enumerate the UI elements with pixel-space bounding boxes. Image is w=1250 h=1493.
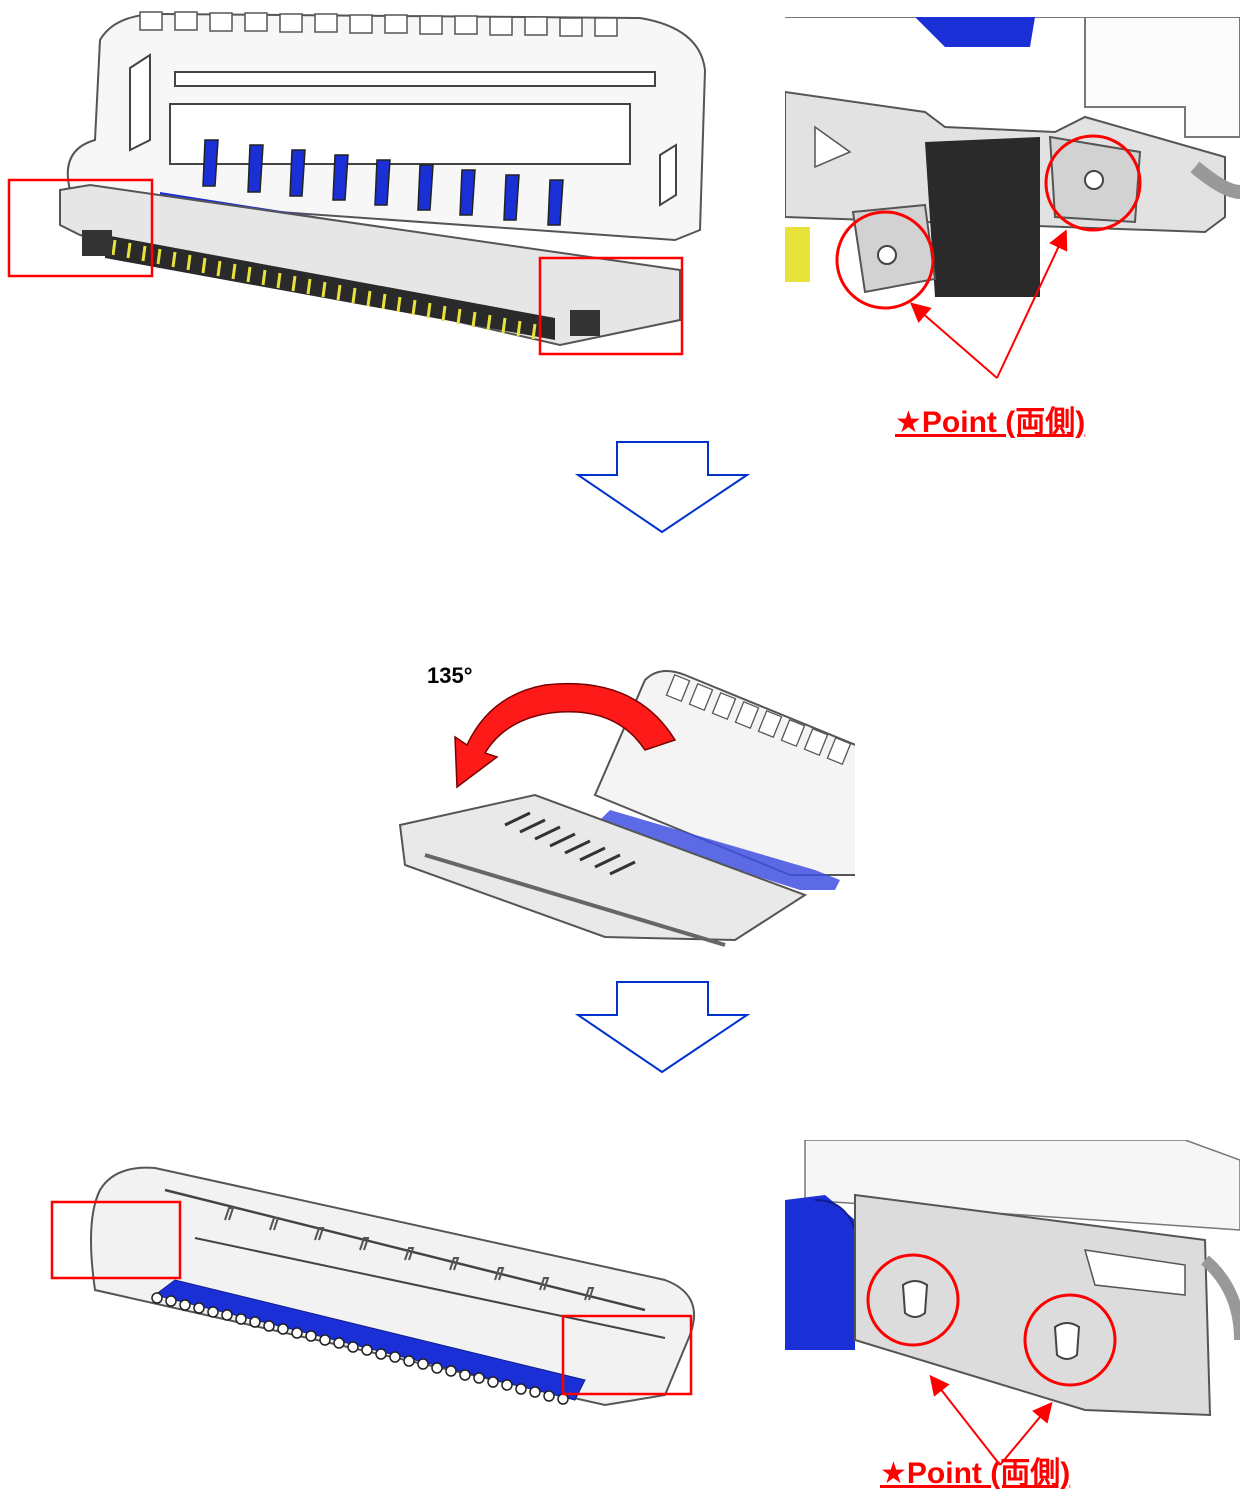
bottom-point-callout: ★Point (両側) <box>880 1457 1071 1490</box>
right-latch-highlight-box-mated <box>561 1314 693 1396</box>
left-latch-highlight-box <box>7 178 154 278</box>
left-latch-highlight-box-mated <box>50 1200 182 1280</box>
down-arrow-icon <box>575 441 750 534</box>
right-dimple-circle <box>1044 134 1142 232</box>
down-arrow-icon-2 <box>575 981 750 1074</box>
bottom-callout-arrows <box>929 1374 1053 1466</box>
rotation-arrow-icon <box>454 682 677 789</box>
latch-detail-closeup-bottom <box>785 1140 1240 1440</box>
latch-detail-closeup-top <box>785 17 1240 327</box>
left-dimple-circle <box>835 210 935 310</box>
rotation-angle-label: 135° <box>427 663 473 688</box>
right-dimple-circle-mated <box>1023 1293 1117 1387</box>
step1-connector-image <box>0 0 720 370</box>
top-point-callout: ★Point (両側) <box>895 406 1086 439</box>
right-latch-highlight-box <box>538 256 684 356</box>
step3-mated-connector-image <box>45 1160 705 1440</box>
top-callout-arrows <box>909 229 1068 379</box>
left-dimple-circle-mated <box>866 1253 960 1347</box>
